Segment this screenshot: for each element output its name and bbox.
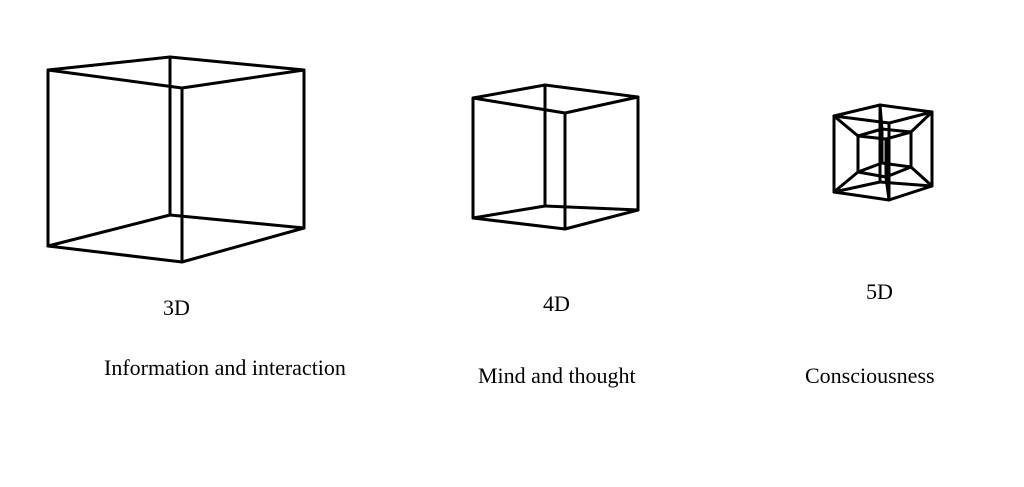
cube-4d-edge xyxy=(543,83,640,99)
tesseract-inner-edge xyxy=(856,170,888,179)
tesseract-link-edge xyxy=(909,110,934,134)
cube-4d-figure xyxy=(471,83,640,231)
cube-3d-edge xyxy=(168,213,306,230)
tesseract-outer-edge xyxy=(878,180,934,188)
caption-5d: Consciousness xyxy=(805,363,935,388)
cube-4d-edge xyxy=(543,204,640,212)
tesseract-inner-edge xyxy=(856,134,888,141)
tesseract-link-edge xyxy=(884,175,891,202)
tesseract-link-edge xyxy=(832,114,860,138)
tesseract-link-edge xyxy=(832,170,860,194)
dimension-label-5d: 5D xyxy=(866,279,893,304)
tesseract-inner-edge xyxy=(880,127,913,134)
cube-3d-figure xyxy=(46,55,306,264)
tesseract-5d-figure xyxy=(832,103,934,202)
caption-4d: Mind and thought xyxy=(478,363,636,388)
cube-4d-edge xyxy=(471,96,567,115)
cube-3d-edge xyxy=(168,55,306,72)
tesseract-inner-edge xyxy=(880,161,913,169)
caption-3d: Information and interaction xyxy=(104,355,346,380)
dimension-label-3d: 3D xyxy=(163,295,190,320)
tesseract-outer-edge xyxy=(832,190,891,202)
tesseract-outer-edge xyxy=(878,103,934,114)
tesseract-outer-edge xyxy=(832,114,891,125)
cube-4d-edge xyxy=(471,216,567,231)
tesseract-link-edge xyxy=(909,165,934,188)
dimension-label-4d: 4D xyxy=(543,291,570,316)
tesseract-link-edge xyxy=(878,103,884,131)
cube-3d-edge xyxy=(46,68,184,90)
cube-3d-back-face xyxy=(180,68,306,264)
cube-3d-edge xyxy=(46,244,184,264)
